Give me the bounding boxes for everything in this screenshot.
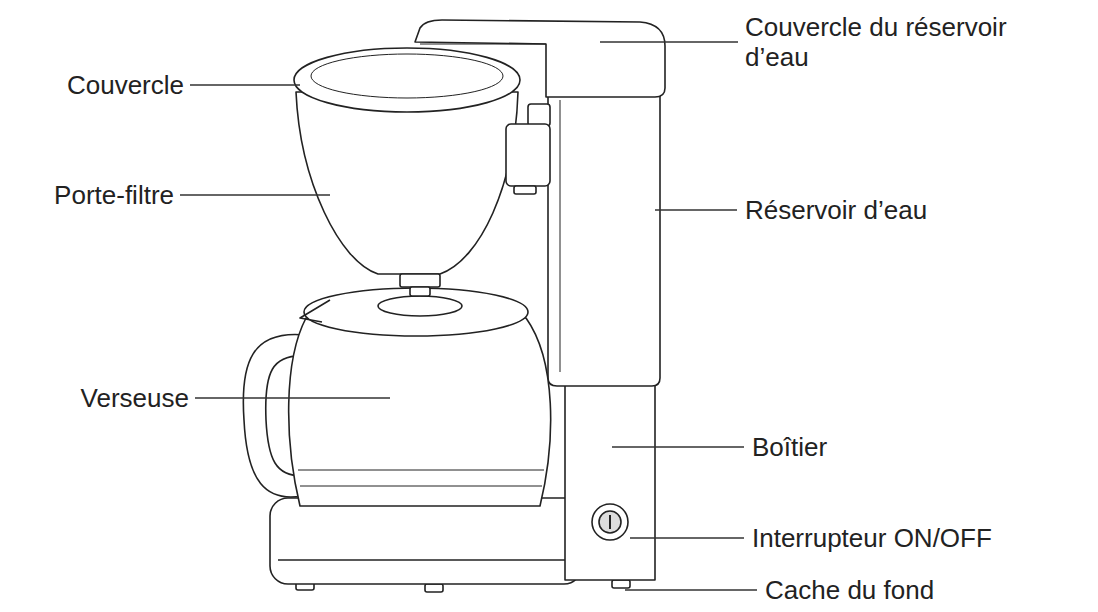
part-label: Boîtier: [752, 432, 827, 462]
leader-lines: [180, 42, 757, 590]
base-cover-edge: [278, 559, 575, 561]
drip-nozzle: [514, 186, 536, 194]
holder-valve: [410, 287, 430, 296]
base-plate: [270, 498, 582, 584]
foot: [612, 580, 630, 588]
carafe-lid: [304, 288, 528, 336]
holder-lid-rim: [311, 54, 503, 98]
leader-line: [180, 194, 330, 195]
leader-line: [190, 84, 300, 85]
foot: [425, 584, 443, 592]
part-label: Couvercle du réservoir d’eau: [745, 12, 1045, 72]
drip-head: [506, 124, 550, 186]
part-label: Porte-filtre: [54, 180, 174, 210]
carafe-band: [300, 486, 542, 487]
leader-line: [630, 537, 744, 538]
leader-line: [600, 41, 738, 42]
leader-line: [195, 397, 390, 398]
drip-arm: [528, 104, 550, 126]
water-tank: [548, 92, 660, 386]
switch-ring: [592, 504, 628, 540]
part-label: Réservoir d’eau: [745, 195, 927, 225]
leader-line: [655, 209, 737, 210]
tank-lid: [415, 20, 665, 97]
holder-outlet: [400, 274, 440, 287]
carafe-valve: [378, 296, 462, 316]
coffee-maker: [243, 20, 665, 592]
part-label: Interrupteur ON/OFF: [752, 523, 992, 553]
part-label: Cache du fond: [765, 575, 934, 605]
leader-line: [612, 446, 744, 447]
part-label: Verseuse: [81, 383, 189, 413]
carafe-body: [289, 318, 551, 506]
part-label: Couvercle: [67, 70, 184, 100]
carafe-spout: [300, 300, 330, 322]
tank-lid-edge: [420, 44, 546, 45]
tank-edge: [560, 100, 561, 372]
housing: [565, 380, 655, 580]
holder-lid: [294, 48, 520, 112]
filter-holder: [296, 92, 518, 274]
carafe-band: [298, 470, 544, 471]
switch-button: [599, 511, 621, 533]
switch-mark: [609, 515, 611, 529]
leader-line: [625, 589, 757, 590]
